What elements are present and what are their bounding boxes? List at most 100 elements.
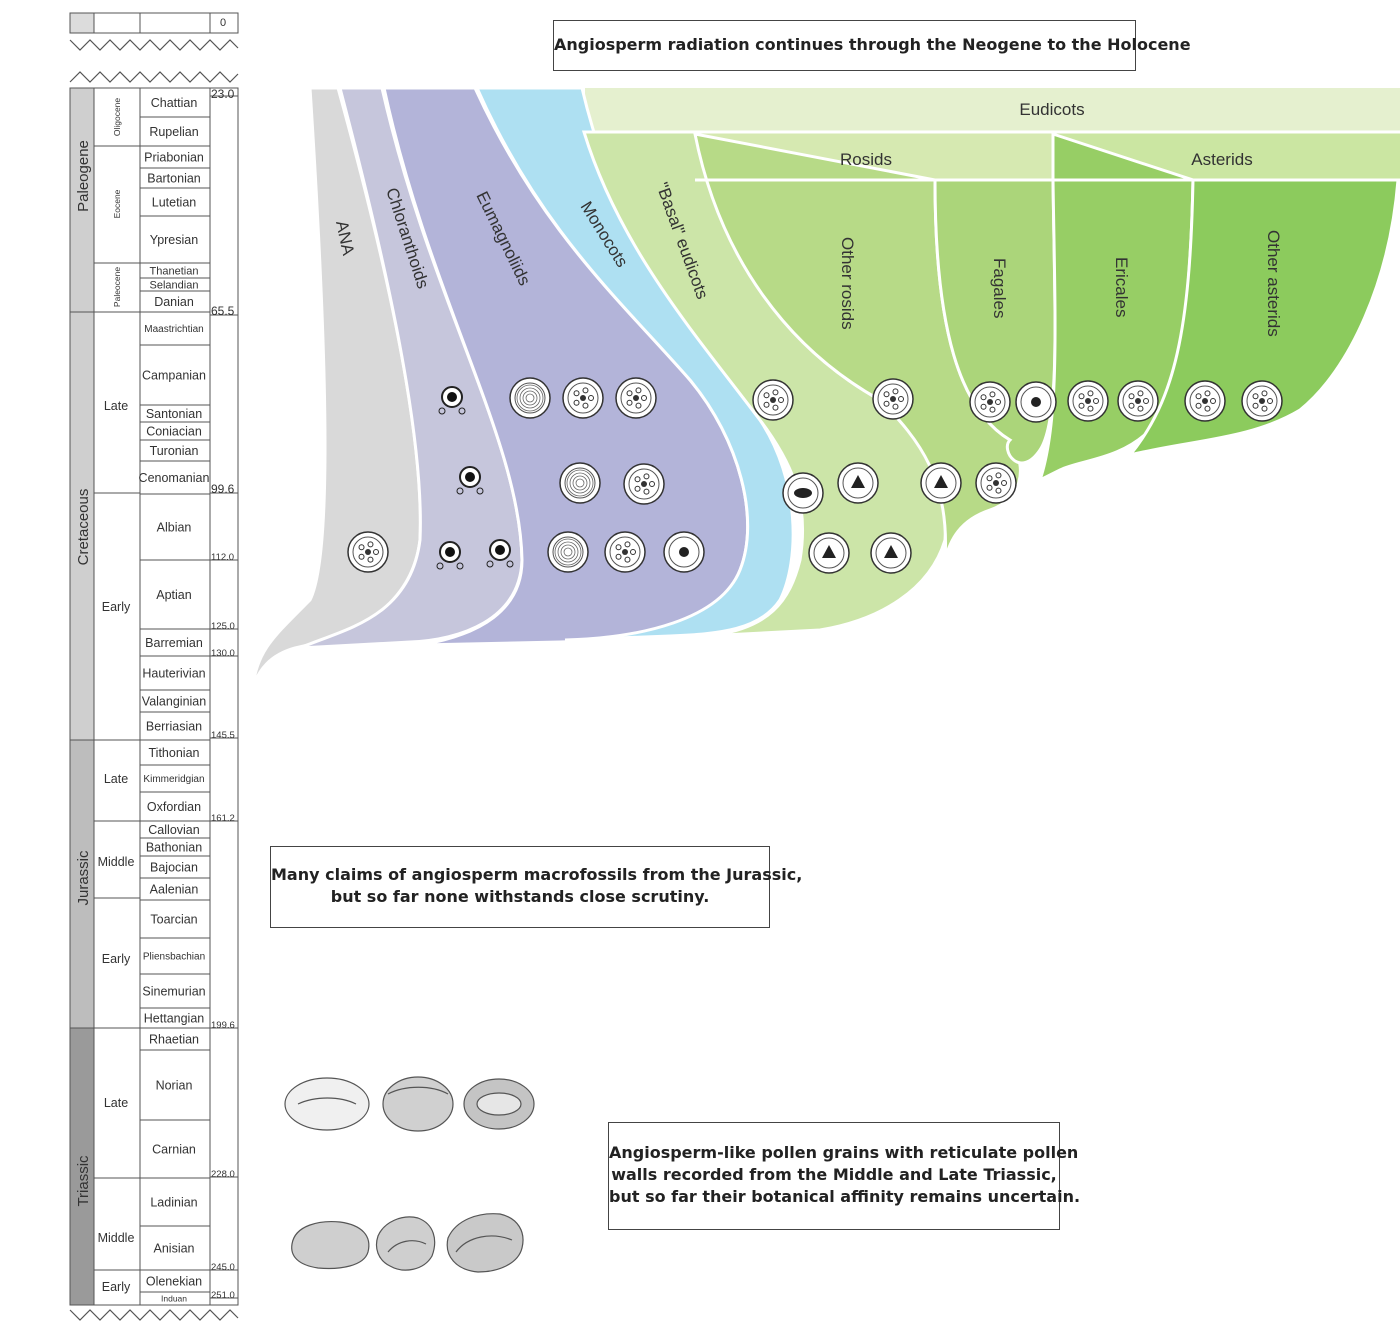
boundary-age-label: 161.2 [211, 813, 235, 824]
stage-label: Maastrichtian [144, 324, 203, 335]
stage-label: Lutetian [152, 196, 197, 210]
group-label-rosids: Rosids [840, 150, 892, 169]
stage-label: Induan [161, 1294, 187, 1304]
pollen-fossil-icons [347, 377, 1283, 574]
boundary-age-label: 23.0 [211, 87, 235, 101]
pollen-icon [623, 463, 665, 505]
epoch-label: Paleocene [112, 267, 122, 307]
stage-label: Pliensbachian [143, 952, 205, 963]
pollen-icon [1067, 380, 1109, 422]
stage-label: Chattian [151, 96, 198, 110]
stage-label: Carnian [152, 1143, 196, 1157]
pollen-icon [1184, 380, 1226, 422]
annotation-middle-line: Many claims of angiosperm macrofossils f… [271, 865, 803, 884]
pollen-icon [975, 462, 1017, 504]
boundary-age-label: 199.6 [211, 1020, 235, 1031]
pollen-grain-drawing [284, 1077, 370, 1131]
stage-label: Bartonian [147, 172, 201, 186]
pollen-grain-drawing [291, 1221, 370, 1270]
stage-label: Olenekian [146, 1275, 202, 1289]
stage-label: Turonian [150, 444, 199, 458]
stage-label: Santonian [146, 407, 202, 421]
stage-label: Norian [156, 1079, 193, 1093]
pollen-icon [559, 462, 601, 504]
lineage-label-other-rosids: Other rosids [838, 237, 857, 330]
pollen-icon [486, 539, 514, 568]
pollen-icon [872, 378, 914, 420]
stage-label: Sinemurian [142, 985, 205, 999]
eudicots-band [585, 88, 1400, 132]
stage-label: Tithonian [149, 746, 200, 760]
stage-label: Callovian [148, 823, 199, 837]
pollen-icon [1015, 381, 1057, 423]
epoch-label: Late [104, 1096, 128, 1110]
stage-label: Cenomanian [139, 471, 210, 485]
pollen-icon [438, 386, 466, 415]
stage-label: Bathonian [146, 841, 202, 855]
pollen-icon [920, 462, 962, 504]
pollen-grain-drawing [446, 1213, 524, 1273]
period-label: Cretaceous [75, 489, 92, 566]
group-label-asterids: Asterids [1191, 150, 1252, 169]
timescale-top-value: 0 [220, 17, 226, 29]
stage-label: Berriasian [146, 720, 202, 734]
boundary-age-label: 125.0 [211, 621, 235, 632]
epoch-label: Early [102, 952, 131, 966]
pollen-icon [808, 532, 850, 574]
pollen-icon [456, 466, 484, 495]
pollen-icon [436, 541, 464, 570]
boundary-age-label: 130.0 [211, 648, 235, 659]
boundary-age-label: 228.0 [211, 1169, 235, 1180]
stage-label: Coniacian [146, 425, 202, 439]
pollen-icon [1117, 380, 1159, 422]
pollen-icon [615, 377, 657, 419]
stage-label: Campanian [142, 369, 206, 383]
boundary-age-label: 245.0 [211, 1262, 235, 1273]
stage-label: Ladinian [150, 1196, 197, 1210]
phylogeny-tree [250, 86, 1400, 691]
stage-label: Ypresian [150, 233, 198, 247]
stage-label: Albian [157, 521, 192, 535]
stage-label: Rhaetian [149, 1033, 199, 1047]
pollen-icon [870, 532, 912, 574]
annotation-bottom-line: Angiosperm-like pollen grains with retic… [609, 1143, 1079, 1162]
stage-label: Aalenian [150, 883, 199, 897]
period-label: Jurassic [75, 850, 92, 906]
pollen-icon [752, 379, 794, 421]
boundary-age-label: 99.6 [211, 482, 235, 496]
stage-label: Kimmeridgian [143, 774, 204, 785]
boundary-age-label: 145.5 [211, 730, 235, 741]
stage-label: Danian [154, 295, 194, 309]
annotation-bottom-line: but so far their botanical affinity rema… [609, 1187, 1081, 1206]
group-label-eudicots: Eudicots [1019, 100, 1084, 119]
stage-label: Aptian [156, 588, 191, 602]
pollen-icon [562, 377, 604, 419]
stage-label: Hauterivian [142, 667, 205, 681]
pollen-icon [1241, 380, 1283, 422]
boundary-age-label: 251.0 [211, 1290, 235, 1301]
pollen-grain-drawing [375, 1216, 436, 1271]
stage-label: Anisian [154, 1242, 195, 1256]
epoch-label: Late [104, 399, 128, 413]
annotation-middle-line: but so far none withstands close scrutin… [330, 887, 710, 906]
lineage-label-fagales: Fagales [990, 258, 1009, 318]
epoch-label: Late [104, 772, 128, 786]
pollen-icon [663, 531, 705, 573]
annotation-top: Angiosperm radiation continues through t… [553, 20, 1191, 71]
epoch-label: Middle [98, 855, 135, 869]
stage-label: Thanetian [150, 265, 199, 277]
epoch-label: Early [102, 1280, 131, 1294]
period-label: Triassic [75, 1155, 92, 1207]
lineage-label-ericales: Ericales [1112, 257, 1131, 317]
stage-label: Bajocian [150, 861, 198, 875]
stage-label: Selandian [150, 279, 199, 291]
pollen-icon [782, 472, 824, 514]
epoch-label: Oligocene [112, 98, 122, 137]
pollen-icon [969, 381, 1011, 423]
pollen-icon [837, 462, 879, 504]
geologic-timescale [69, 12, 239, 1321]
pollen-icon [604, 531, 646, 573]
stage-label: Hettangian [144, 1012, 205, 1026]
period-label: Paleogene [75, 140, 92, 212]
